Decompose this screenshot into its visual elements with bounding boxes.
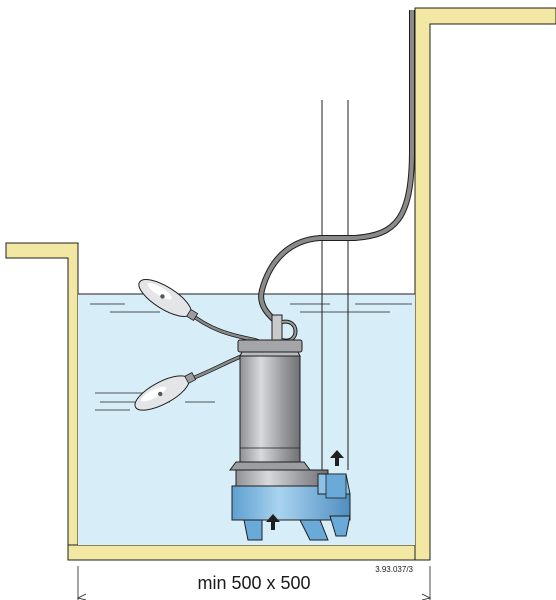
discharge-pipe [321,100,349,470]
pit-floor [67,544,431,561]
power-cable [258,10,415,328]
minimum-pit-size-label: min 500 x 500 [197,573,310,593]
discharge-flow-arrow [330,450,344,466]
submersible-pump [229,314,351,541]
drawing-code: 3.93.037/3 [375,565,413,574]
pit-wall-right [414,7,556,561]
intake-flow-arrow [266,514,280,530]
pit-wall-left-ledge [5,242,79,546]
lower-float-switch [134,372,197,411]
dimension-line [76,566,432,600]
upper-float-switch [138,279,199,322]
